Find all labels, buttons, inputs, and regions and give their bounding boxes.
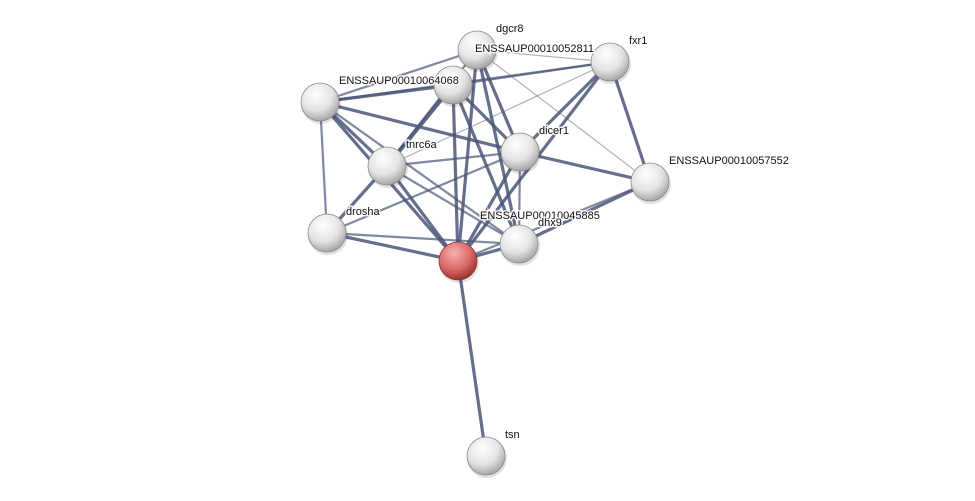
edge-tnrc6a-dicer1[interactable] (386, 150, 521, 168)
protein-sphere[interactable] (466, 436, 506, 476)
protein-sphere[interactable] (499, 224, 539, 264)
edge-dicer1-ENSSAUP00010057552[interactable] (519, 150, 651, 184)
node-fxr1[interactable] (590, 42, 631, 84)
protein-sphere[interactable] (500, 132, 540, 172)
edge-fxr1-ENSSAUP00010057552[interactable] (608, 61, 652, 183)
edge-ENSSAUP00010057552-dhx9[interactable] (518, 180, 651, 246)
edge-tnrc6a-ENSSAUP00010045885[interactable] (385, 165, 460, 262)
protein-sphere[interactable] (300, 82, 340, 122)
edge-ENSSAUP00010057552-ENSSAUP00010045885[interactable] (457, 180, 651, 263)
edge-dgcr8-dhx9[interactable] (475, 49, 521, 245)
node-label: drosha (346, 206, 381, 218)
edge-dicer1-ENSSAUP00010045885[interactable] (456, 151, 522, 262)
node-tsn[interactable] (466, 436, 507, 478)
node-label: tnrc6a (406, 139, 437, 151)
protein-sphere[interactable] (630, 162, 670, 202)
node-label: tsn (505, 429, 520, 441)
node-dhx9[interactable] (499, 224, 540, 266)
node-ENSSAUP00010045885[interactable] (438, 241, 479, 283)
edge-ENSSAUP00010052811-dhx9[interactable] (451, 84, 521, 245)
node-label: ENSSAUP00010045885 (480, 210, 600, 222)
edge-ENSSAUP00010052811-fxr1[interactable] (452, 60, 611, 87)
edge-drosha-dhx9[interactable] (326, 231, 520, 246)
protein-sphere[interactable] (590, 42, 630, 82)
edge-tnrc6a-dhx9[interactable] (386, 165, 520, 245)
node-dicer1[interactable] (500, 132, 541, 174)
node-label: fxr1 (629, 35, 647, 47)
node-ENSSAUP00010057552[interactable] (630, 162, 671, 204)
node-drosha[interactable] (307, 213, 348, 255)
edge-drosha-ENSSAUP00010045885[interactable] (326, 231, 459, 263)
node-dgcr8[interactable] (457, 30, 498, 72)
edge-fxr1-dicer1[interactable] (518, 60, 612, 154)
edge-dgcr8-ENSSAUP00010045885[interactable] (456, 49, 479, 262)
edge-ENSSAUP00010045885-tsn[interactable] (456, 260, 488, 457)
node-label: ENSSAUP00010064068 (339, 75, 459, 87)
protein-sphere[interactable] (307, 213, 347, 253)
edge-dicer1-drosha[interactable] (326, 150, 521, 235)
node-tnrc6a[interactable] (367, 146, 408, 188)
nodes-layer (300, 30, 671, 478)
edge-dgcr8-ENSSAUP00010057552[interactable] (476, 49, 651, 183)
protein-sphere[interactable] (367, 146, 407, 186)
edge-ENSSAUP00010064068-drosha[interactable] (318, 101, 329, 234)
node-ENSSAUP00010064068[interactable] (300, 82, 341, 124)
node-label: dgcr8 (496, 23, 524, 35)
edge-ENSSAUP00010064068-dgcr8[interactable] (319, 48, 478, 104)
node-label: dhx9 (538, 217, 562, 229)
labels-layer: ENSSAUP00010052811 dgcr8ENSSAUP0001006406… (338, 22, 791, 443)
edge-fxr1-tnrc6a[interactable] (386, 61, 611, 167)
node-label: dicer1 (539, 125, 569, 137)
edge-ENSSAUP00010052811-ENSSAUP00010045885[interactable] (451, 84, 460, 262)
node-label: ENSSAUP00010052811 (475, 43, 594, 55)
edges-layer (318, 48, 652, 457)
edge-ENSSAUP00010064068-dhx9[interactable] (319, 101, 520, 245)
edge-dgcr8-fxr1[interactable] (476, 49, 611, 63)
query-protein-sphere[interactable] (438, 241, 478, 281)
protein-sphere[interactable] (433, 65, 473, 105)
protein-sphere[interactable] (457, 30, 497, 70)
node-ENSSAUP00010052811[interactable] (433, 65, 474, 107)
node-label: ENSSAUP00010057552 (669, 155, 789, 167)
